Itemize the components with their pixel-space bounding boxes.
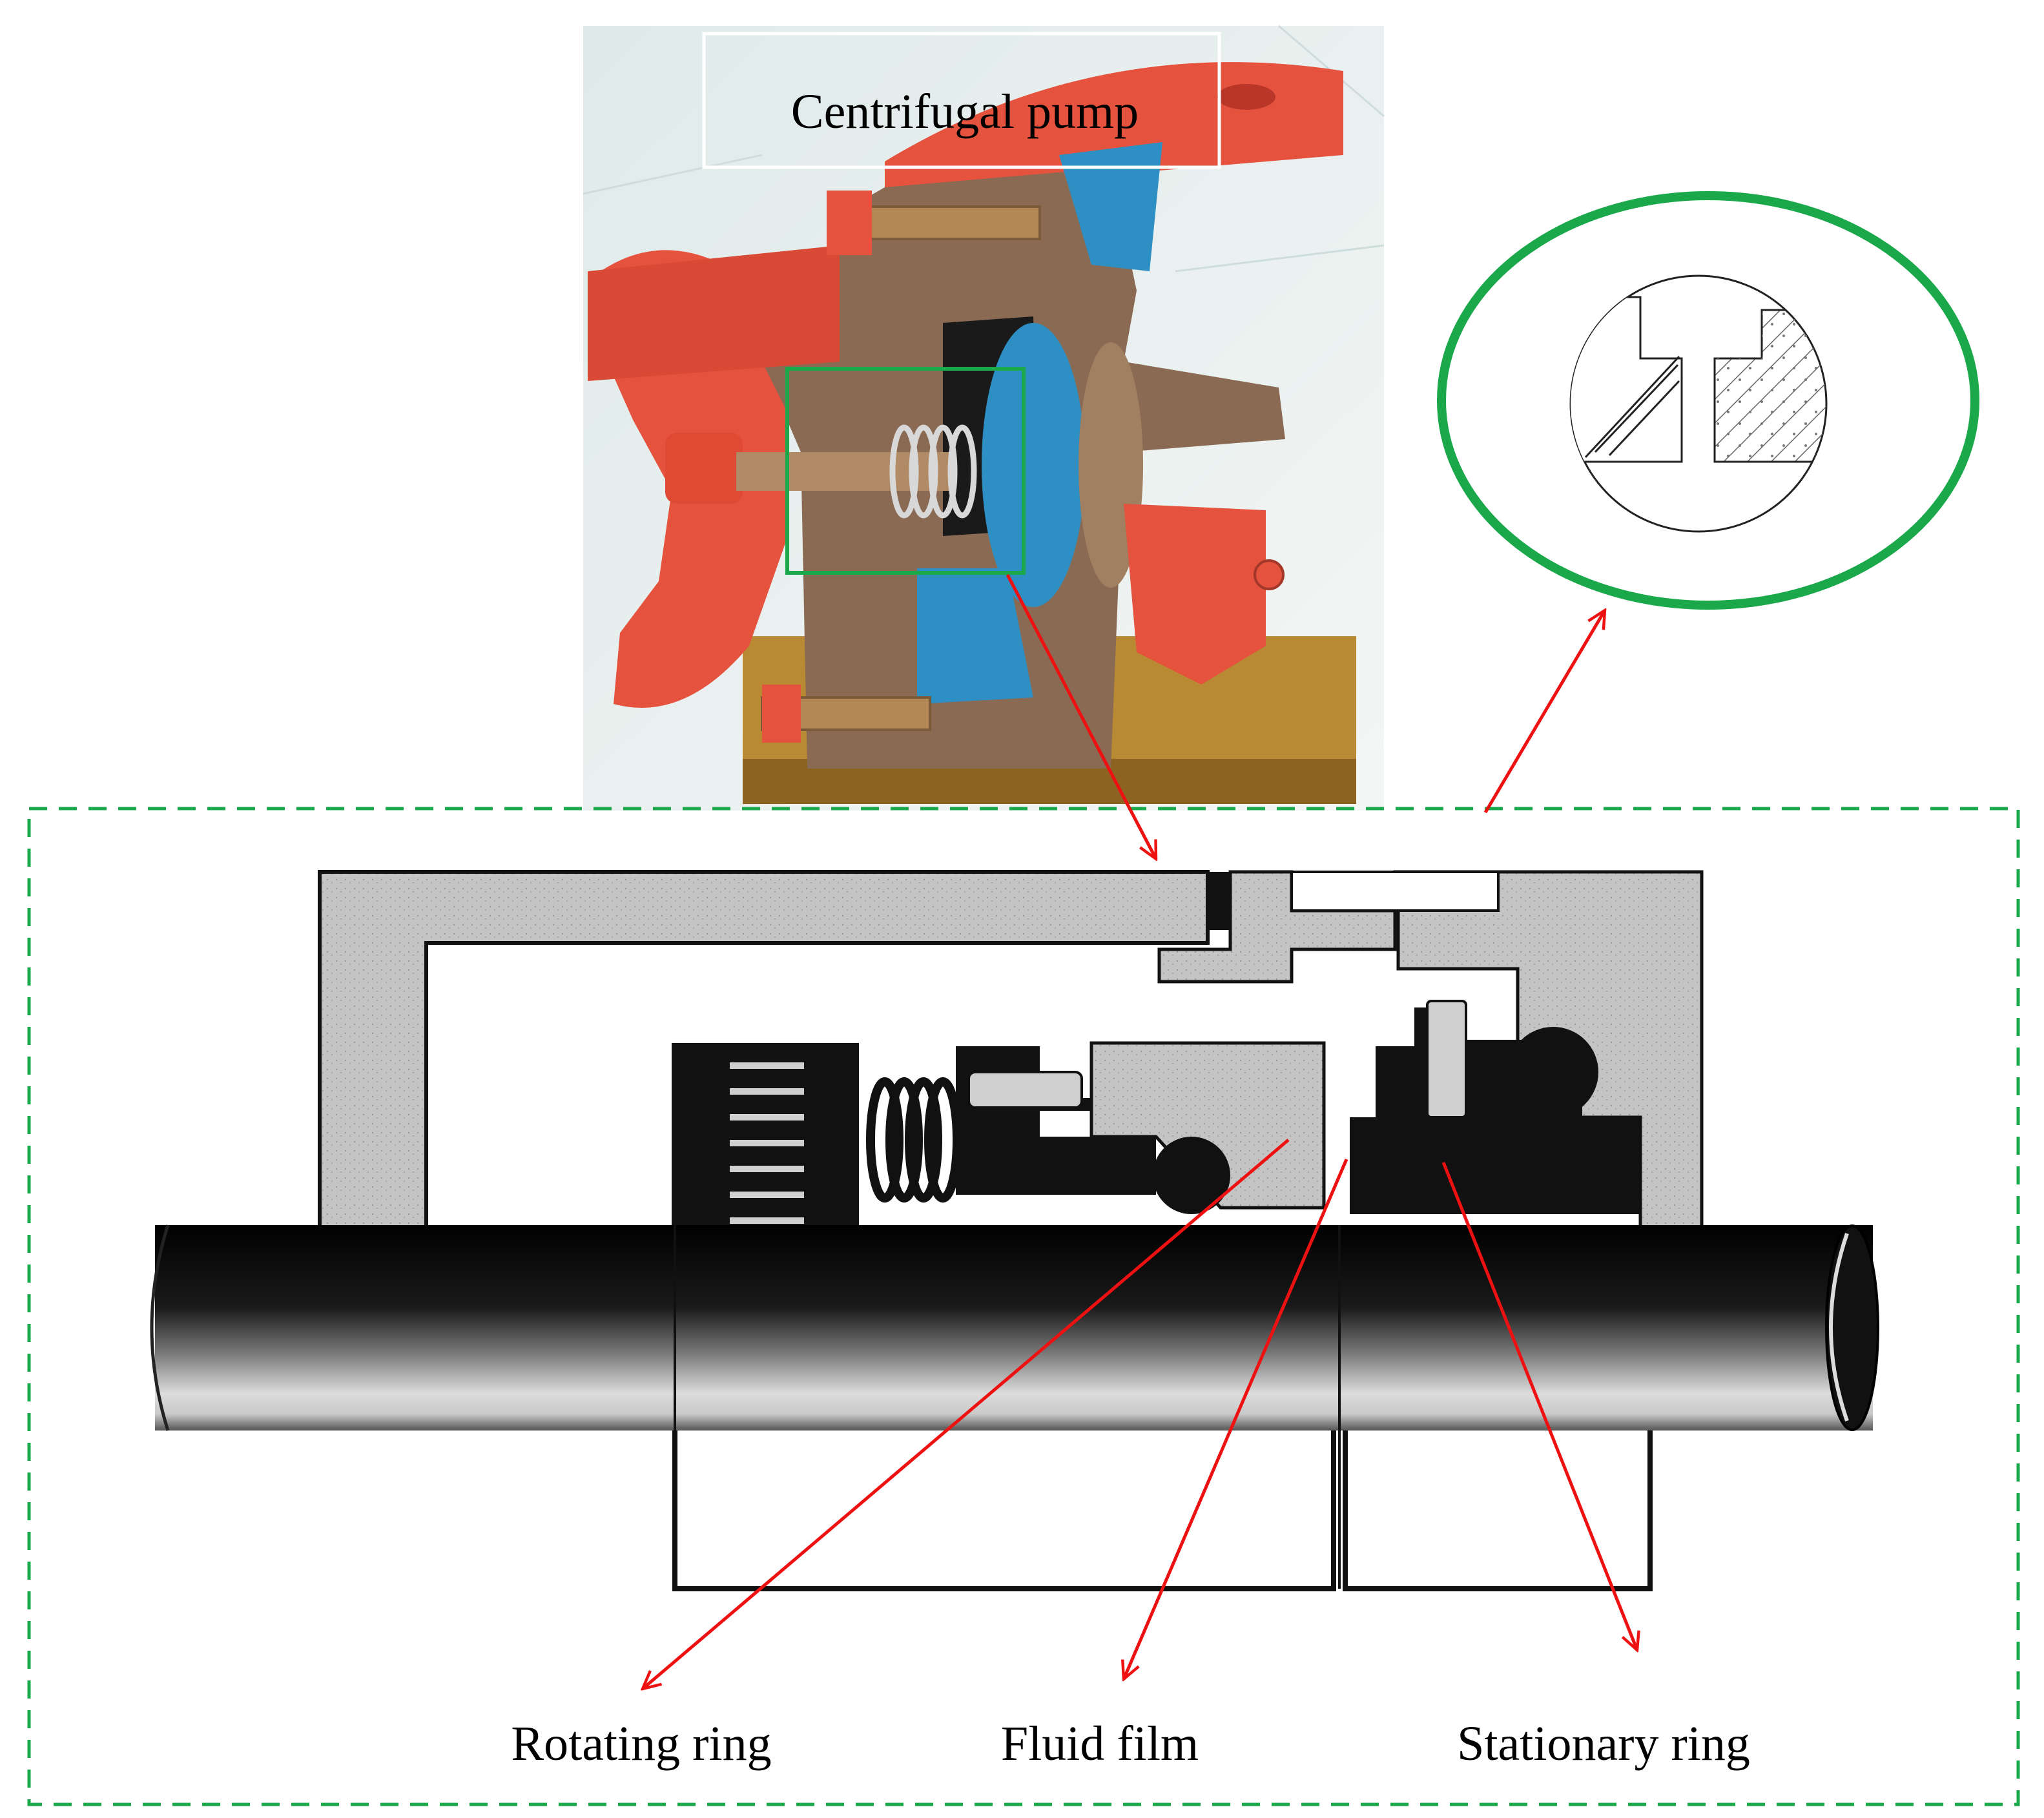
- impeller: [982, 323, 1085, 607]
- retainer-coil: [730, 1062, 804, 1224]
- outlet-bolt-hole: [1217, 84, 1275, 110]
- seal-spring: [866, 1077, 962, 1203]
- shaft-right-end: [1825, 1224, 1879, 1431]
- detail-callout-ellipse: [1437, 191, 1979, 610]
- casing-bolt-right: [1254, 559, 1285, 590]
- housing-window: [1290, 871, 1500, 912]
- photo-spring: [889, 424, 977, 519]
- bottom-nut: [762, 685, 801, 743]
- seal-cross-section: [318, 870, 1704, 1229]
- pump-photo: [583, 25, 1385, 811]
- pump-title: Centrifugal pump: [791, 85, 1139, 139]
- seal-housing-black-band: [1208, 872, 1230, 930]
- seal-face-detail: [1569, 274, 1828, 533]
- pump-title-box: [702, 32, 1221, 169]
- shaft-left-end: [150, 1224, 170, 1431]
- label-fluid-film: Fluid film: [1001, 1717, 1199, 1771]
- label-stationary-ring: Stationary ring: [1457, 1717, 1750, 1771]
- cross-section-frame: [27, 807, 2020, 1806]
- sleeve-left-outline: [672, 1431, 1336, 1591]
- volute-channel: [1059, 142, 1162, 271]
- drive-pin: [967, 1071, 1083, 1109]
- spring-retainer: [672, 1043, 859, 1227]
- arrow-photo-to-section: [1006, 573, 1156, 859]
- bearing-frame-arm: [588, 245, 840, 381]
- shaft-sleeves: [672, 1225, 1653, 1591]
- arrow-fluid-film: [1124, 1159, 1348, 1679]
- arrow-section-to-detail: [1483, 610, 1605, 814]
- rotating-ring-face: [1089, 1041, 1326, 1210]
- arrow-rotating-ring: [643, 1139, 1290, 1689]
- shaft-right-highlight: [1829, 1233, 1849, 1421]
- detail-film-lines: [1584, 355, 1680, 459]
- stationary-o-ring: [1508, 1027, 1598, 1117]
- label-rotating-ring: Rotating ring: [511, 1717, 771, 1771]
- coupling: [665, 433, 743, 504]
- rotating-o-ring: [1153, 1137, 1230, 1214]
- top-nut: [827, 191, 872, 255]
- sleeve-right-outline: [1343, 1431, 1653, 1591]
- callout-arrows: [643, 573, 1637, 1689]
- seal-highlight-box: [785, 367, 1026, 575]
- volute-lower: [917, 568, 1033, 704]
- anti-rotation-pin: [1426, 1000, 1467, 1119]
- arrow-stationary-ring: [1441, 1162, 1637, 1650]
- shaft: [150, 1224, 1879, 1431]
- casing-right: [1124, 504, 1266, 685]
- shaft-body: [155, 1225, 1873, 1431]
